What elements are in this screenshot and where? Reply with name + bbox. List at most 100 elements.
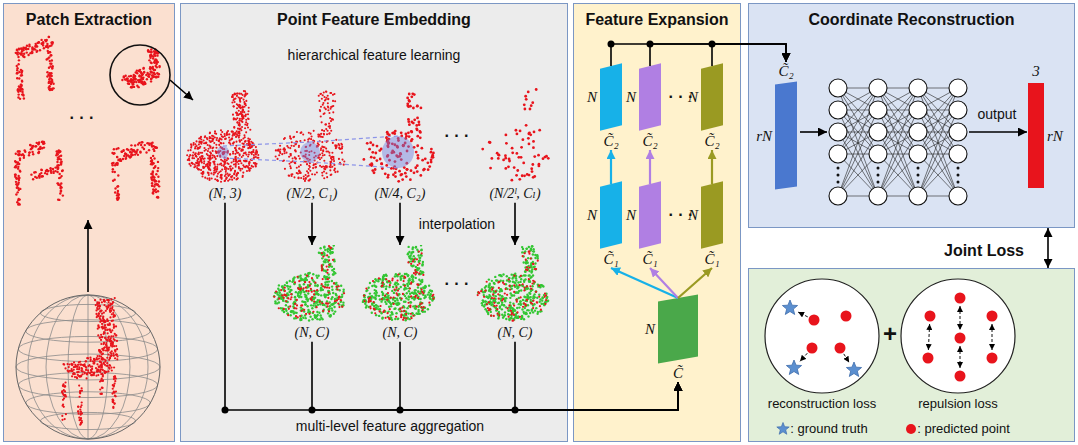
point xyxy=(326,176,328,178)
point xyxy=(314,284,316,286)
point xyxy=(255,165,257,167)
point xyxy=(341,146,343,148)
point xyxy=(411,281,413,283)
point xyxy=(239,93,241,95)
point xyxy=(250,152,252,154)
point xyxy=(224,161,226,163)
point xyxy=(310,298,312,300)
point xyxy=(309,170,311,172)
point xyxy=(300,277,302,279)
point xyxy=(297,177,299,179)
point xyxy=(323,276,325,278)
point xyxy=(248,168,250,170)
point xyxy=(375,279,377,281)
point xyxy=(335,288,337,290)
point xyxy=(410,169,413,172)
point xyxy=(415,127,418,130)
point xyxy=(275,291,277,293)
point xyxy=(307,172,309,174)
point xyxy=(399,174,402,177)
point xyxy=(427,308,429,310)
point xyxy=(290,289,292,291)
point xyxy=(235,135,237,137)
point xyxy=(186,154,188,156)
point xyxy=(302,133,304,135)
point xyxy=(316,284,318,286)
point xyxy=(294,143,296,145)
point xyxy=(244,103,246,105)
point xyxy=(238,110,240,112)
point xyxy=(331,252,333,254)
point xyxy=(316,311,318,313)
point xyxy=(235,136,237,138)
point xyxy=(278,307,280,309)
point xyxy=(416,164,419,167)
point xyxy=(320,93,322,95)
point xyxy=(209,147,211,149)
point xyxy=(518,178,521,181)
point xyxy=(217,173,219,175)
point xyxy=(418,257,420,259)
point xyxy=(238,139,240,141)
point xyxy=(369,292,371,294)
point xyxy=(241,168,243,170)
point xyxy=(327,98,329,100)
point xyxy=(311,135,313,137)
point xyxy=(249,129,251,131)
point xyxy=(307,273,309,275)
point xyxy=(326,133,328,135)
point xyxy=(327,269,329,271)
point xyxy=(303,178,305,180)
point xyxy=(511,151,514,154)
point xyxy=(394,282,396,284)
point xyxy=(215,133,217,135)
point xyxy=(294,162,296,164)
point xyxy=(235,119,237,121)
point xyxy=(275,156,277,158)
point xyxy=(326,140,328,142)
point xyxy=(323,92,325,94)
point xyxy=(422,286,424,288)
point xyxy=(305,177,307,179)
point xyxy=(380,285,382,287)
point xyxy=(224,166,226,168)
point xyxy=(237,157,239,159)
point xyxy=(237,152,239,154)
point xyxy=(285,152,287,154)
point xyxy=(249,146,251,148)
point xyxy=(239,128,241,130)
point xyxy=(222,142,224,144)
point xyxy=(343,160,345,162)
point xyxy=(239,140,241,142)
point xyxy=(328,292,330,294)
point xyxy=(329,117,331,119)
point xyxy=(221,135,223,137)
point xyxy=(411,248,413,250)
point xyxy=(198,143,200,145)
point xyxy=(384,172,387,175)
point xyxy=(233,158,235,160)
point xyxy=(216,139,218,141)
point xyxy=(208,148,210,150)
point xyxy=(329,315,331,317)
point xyxy=(244,94,246,96)
point xyxy=(210,172,212,174)
point xyxy=(323,177,325,179)
point xyxy=(317,293,319,295)
point xyxy=(387,316,389,318)
point xyxy=(373,296,375,298)
point xyxy=(238,153,240,155)
point xyxy=(210,140,212,142)
point xyxy=(330,106,332,108)
point xyxy=(304,139,306,141)
point xyxy=(234,170,236,172)
point xyxy=(330,247,332,249)
point xyxy=(281,285,283,287)
point xyxy=(330,156,332,158)
point xyxy=(233,173,235,175)
point xyxy=(243,143,245,145)
point xyxy=(490,157,493,160)
point xyxy=(236,178,238,180)
point xyxy=(285,308,287,310)
point xyxy=(235,164,237,166)
